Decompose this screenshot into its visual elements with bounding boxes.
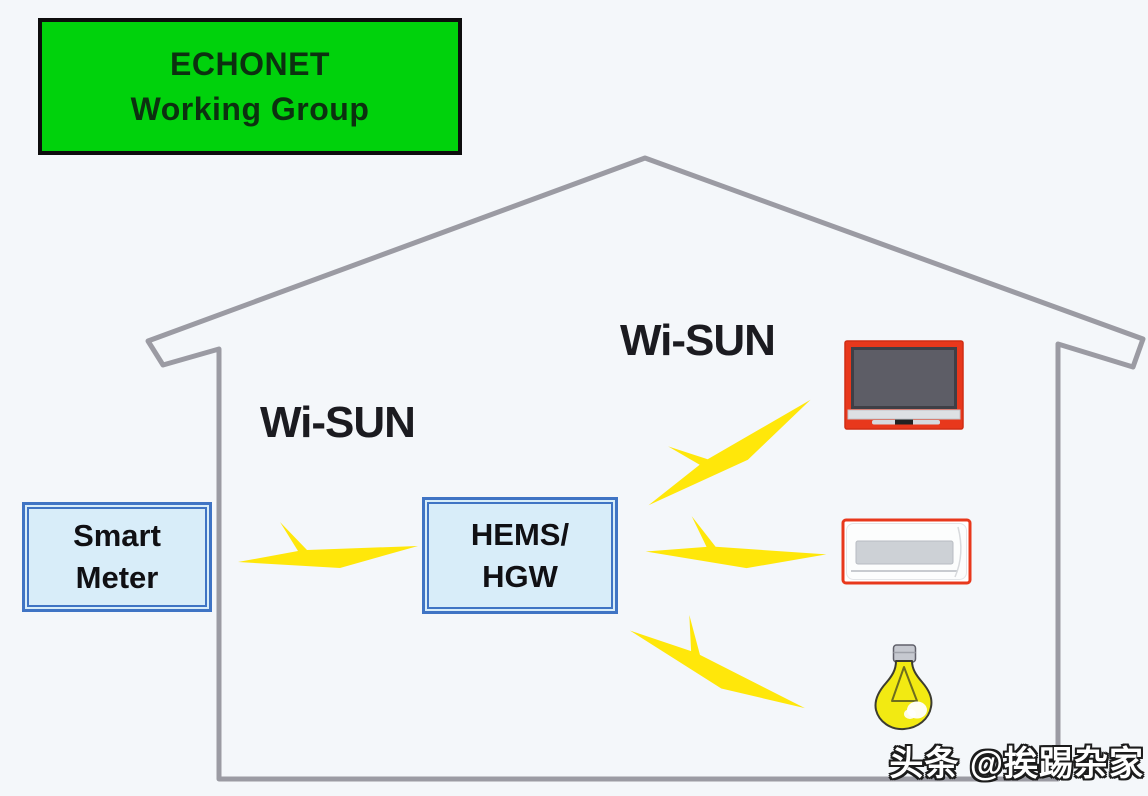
tv-icon — [844, 340, 964, 430]
light-bulb-icon — [874, 644, 933, 731]
smart-meter-label-line1: Smart — [73, 518, 161, 554]
lightning-bolt-icon — [238, 522, 418, 568]
watermark-text: 头条 @挨踢杂家 — [889, 745, 1144, 783]
smart-meter-node-inner: Smart Meter — [27, 507, 207, 607]
hems-gateway-label-line1: HEMS/ — [470, 516, 570, 552]
hems-gateway-label-line2: HGW — [482, 558, 558, 594]
lightning-bolt-icon — [645, 511, 829, 577]
hems-gateway-node: HEMS/ HGW — [422, 497, 618, 614]
wisun-label-meter-link: Wi-SUN — [260, 398, 416, 447]
air-conditioner-icon — [841, 518, 972, 585]
house-outline — [145, 155, 1146, 782]
smart-meter-label-line2: Meter — [75, 560, 159, 595]
echonet-title-line1: ECHONET — [170, 46, 330, 83]
wisun-label-device-link: Wi-SUN — [620, 316, 776, 365]
lightning-bolt-icon — [628, 377, 822, 511]
echonet-title-box: ECHONET Working Group — [38, 18, 462, 155]
smart-meter-node: Smart Meter — [22, 502, 212, 612]
hems-gateway-node-inner: HEMS/ HGW — [427, 502, 613, 609]
lightning-bolt-icon — [626, 593, 818, 729]
echonet-title-line2: Working Group — [130, 90, 370, 127]
